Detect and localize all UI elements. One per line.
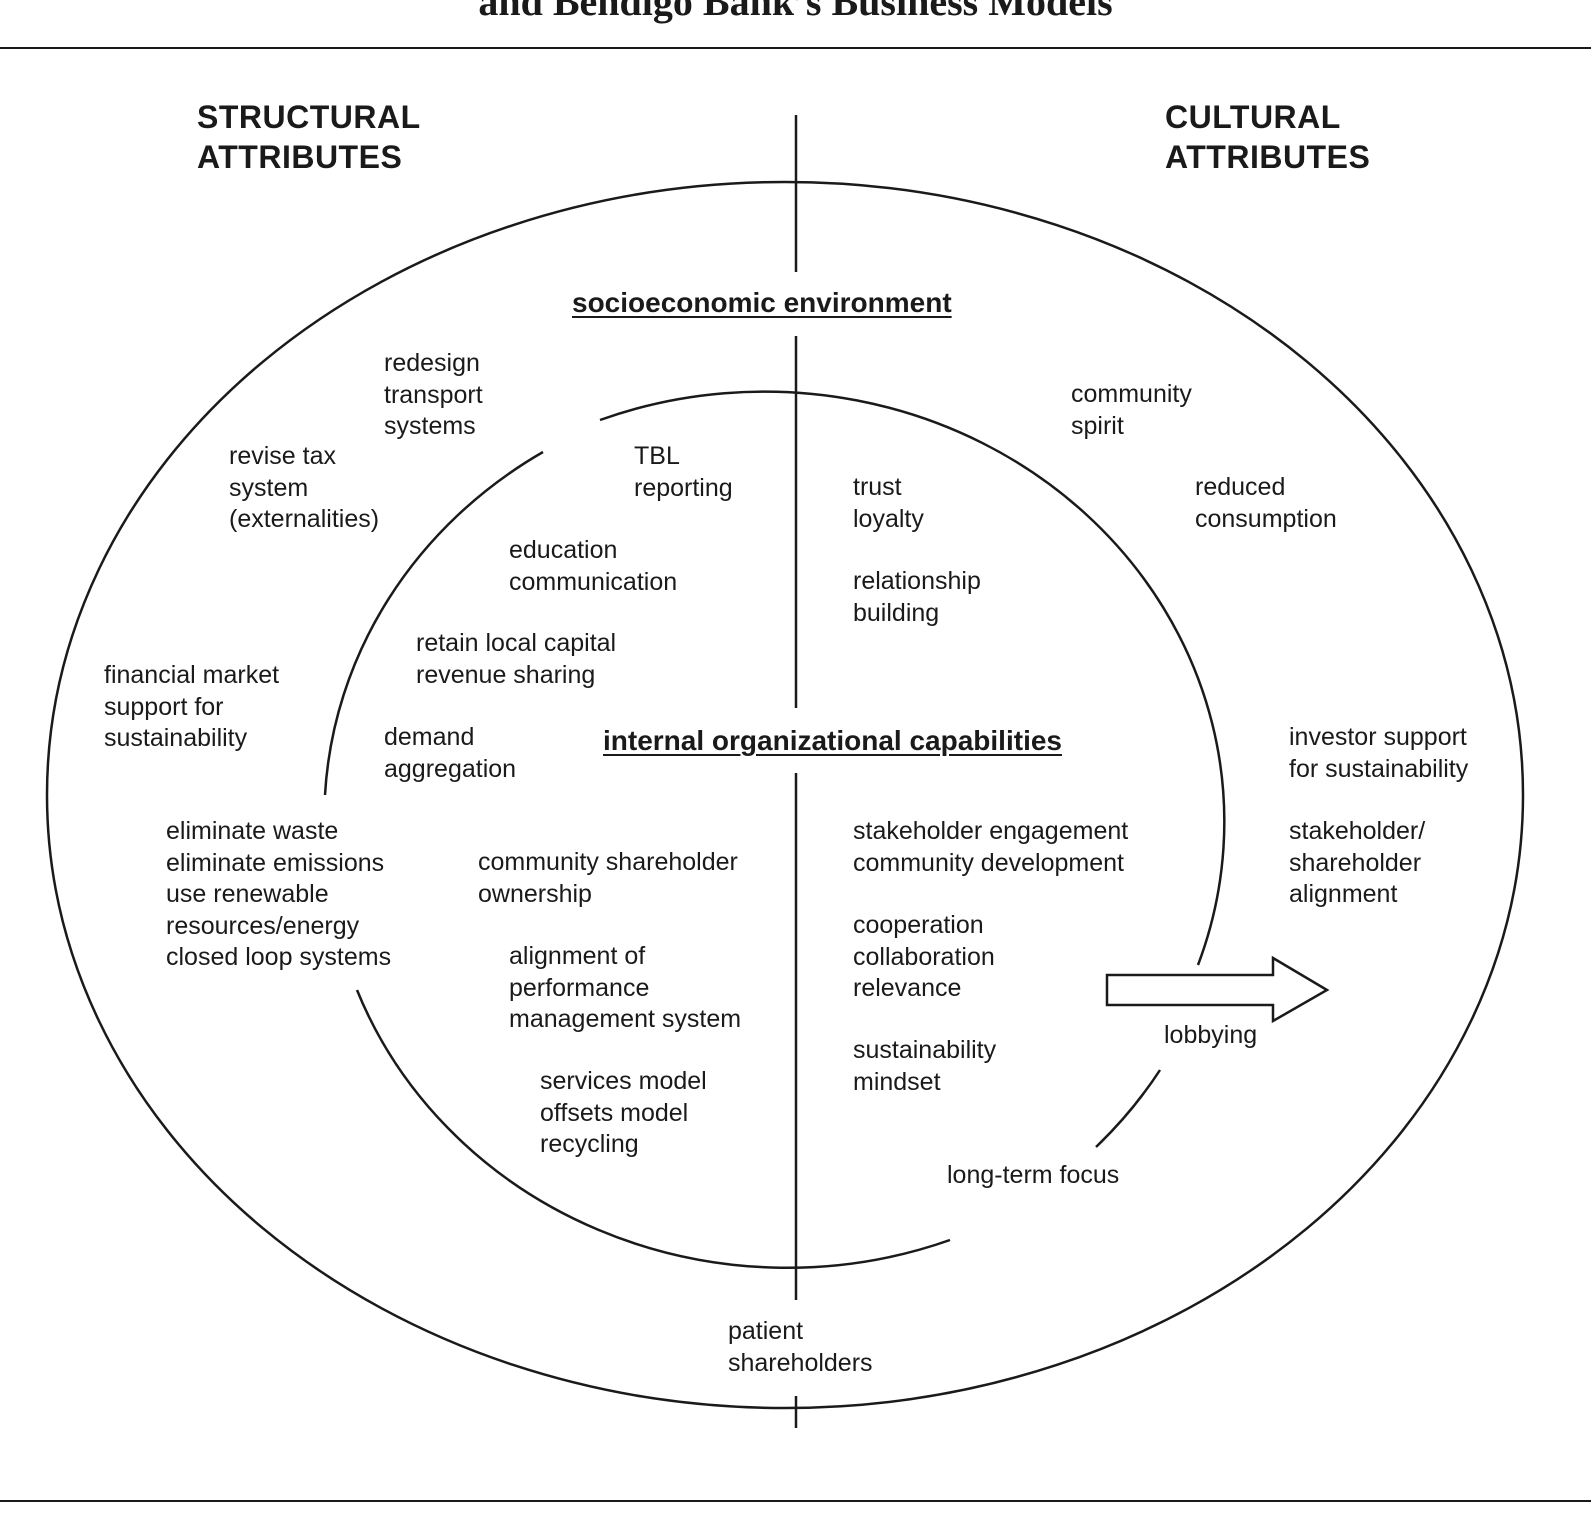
inner-arc-left-upper (323, 450, 544, 796)
label-reduced-consumption: reduced consumption (1195, 473, 1337, 533)
inner-arc-lower-right (1095, 1069, 1162, 1148)
label-investor-support: investor support for sustainability (1289, 723, 1469, 783)
label-community-spirit: community spirit (1071, 380, 1192, 440)
top-rule (0, 47, 1591, 49)
label-long-term-focus: long-term focus (947, 1161, 1120, 1189)
label-eliminate-waste: eliminate waste eliminate emissions use … (166, 817, 392, 971)
heading-cultural: CULTURAL ATTRIBUTES (1165, 99, 1371, 175)
label-stakeholder-alignment: stakeholder/ shareholder alignment (1289, 817, 1426, 908)
inner-arc-bottom (355, 989, 951, 1270)
outer-ellipse (45, 180, 1525, 1410)
label-cooperation: cooperation collaboration relevance (853, 911, 995, 1002)
right-arrow-icon (1105, 955, 1330, 1024)
label-patient-shareholders: patient shareholders (728, 1317, 873, 1377)
label-services-model: services model offsets model recycling (540, 1067, 707, 1158)
label-stakeholder-engagement: stakeholder engagement community develop… (853, 817, 1129, 877)
label-financial-market: financial market support for sustainabil… (104, 661, 280, 752)
section-socioeconomic: socioeconomic environment (572, 287, 952, 318)
figure-title: and Bendigo Bank’s Business Models (478, 0, 1113, 24)
label-lobbying: lobbying (1164, 1021, 1258, 1049)
label-redesign-transport: redesign transport systems (384, 349, 483, 440)
label-trust-loyalty: trust loyalty (853, 473, 924, 533)
label-demand-aggregation: demand aggregation (384, 723, 517, 783)
section-internal: internal organizational capabilities (603, 725, 1062, 756)
label-relationship: relationship building (853, 567, 981, 627)
label-tbl-reporting: TBL reporting (634, 442, 733, 502)
inner-arc-right (599, 390, 1226, 966)
label-performance-alignment: alignment of performance management syst… (509, 942, 742, 1033)
label-revise-tax: revise tax system (externalities) (229, 442, 380, 533)
label-education: education communication (509, 536, 678, 596)
label-community-ownership: community shareholder ownership (478, 848, 738, 908)
label-retain-capital: retain local capital revenue sharing (416, 629, 617, 689)
bottom-rule (0, 1500, 1591, 1502)
label-sustainability-mindset: sustainability mindset (853, 1036, 997, 1096)
heading-structural: STRUCTURAL ATTRIBUTES (197, 99, 421, 175)
